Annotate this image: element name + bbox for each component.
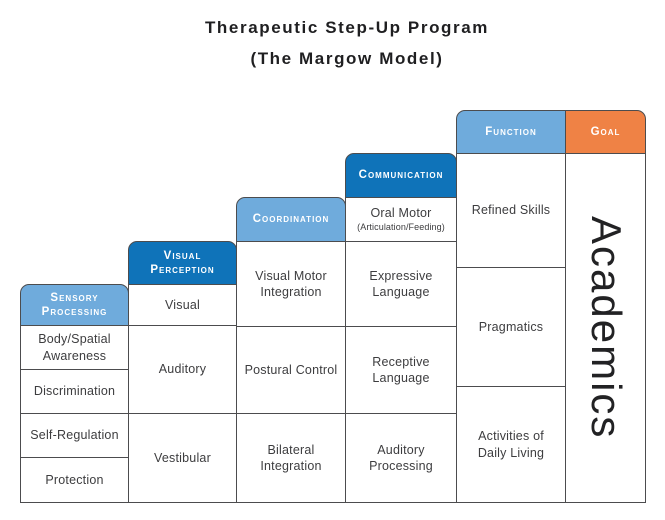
header-visual-perception-label: Visual Perception bbox=[150, 249, 215, 276]
header-visual-perception: Visual Perception bbox=[128, 241, 237, 285]
cell-academics: Academics bbox=[565, 153, 646, 503]
cell-label: Receptive Language bbox=[372, 354, 430, 385]
cell-label: Bilateral Integration bbox=[260, 442, 322, 473]
cell-label: Body/Spatial Awareness bbox=[38, 332, 111, 363]
cell-self-regulation: Self-Regulation bbox=[20, 413, 129, 458]
academics-vertical-label: Academics bbox=[582, 216, 630, 440]
header-communication-label: Communication bbox=[358, 169, 444, 182]
cell-oral-motor: Oral Motor (Articulation/Feeding) bbox=[345, 197, 457, 242]
header-goal-label: Goal bbox=[590, 125, 621, 138]
cell-label: Vestibular bbox=[154, 450, 211, 465]
cell-label: Expressive Language bbox=[369, 268, 433, 299]
cell-label: Auditory Processing bbox=[369, 442, 433, 473]
cell-label: Refined Skills bbox=[471, 203, 551, 218]
cell-label: Pragmatics bbox=[478, 319, 544, 334]
cell-label: Auditory bbox=[158, 362, 207, 377]
diagram-title: Therapeutic Step-Up Program (The Margow … bbox=[47, 12, 647, 74]
cell-postural-control: Postural Control bbox=[236, 326, 346, 414]
cell-label: Visual Motor Integration bbox=[255, 268, 327, 299]
cell-label: Self-Regulation bbox=[30, 428, 119, 443]
cell-discrimination: Discrimination bbox=[20, 369, 129, 414]
cell-receptive-language: Receptive Language bbox=[345, 326, 457, 414]
header-coordination-label: Coordination bbox=[252, 213, 330, 226]
header-coordination: Coordination bbox=[236, 197, 346, 242]
cell-auditory-processing: Auditory Processing bbox=[345, 413, 457, 503]
header-sensory-processing: Sensory Processing bbox=[20, 284, 129, 326]
cell-vestibular: Vestibular bbox=[128, 413, 237, 503]
cell-visual: Visual bbox=[128, 284, 237, 326]
cell-label: Protection bbox=[45, 472, 104, 487]
title-line-1: Therapeutic Step-Up Program bbox=[204, 18, 490, 37]
cell-refined-skills: Refined Skills bbox=[456, 153, 566, 268]
cell-body-spatial-awareness: Body/Spatial Awareness bbox=[20, 325, 129, 370]
cell-label: Discrimination bbox=[33, 384, 116, 399]
cell-label: Visual bbox=[164, 297, 201, 312]
cell-label: Postural Control bbox=[244, 362, 338, 377]
cell-auditory: Auditory bbox=[128, 325, 237, 414]
cell-sublabel: (Articulation/Feeding) bbox=[357, 222, 445, 233]
cell-label: Activities of Daily Living bbox=[477, 429, 545, 460]
title-line-2: (The Margow Model) bbox=[250, 49, 444, 68]
cell-expressive-language: Expressive Language bbox=[345, 241, 457, 327]
cell-label: Oral Motor bbox=[370, 206, 432, 221]
cell-protection: Protection bbox=[20, 457, 129, 503]
header-sensory-processing-label: Sensory Processing bbox=[41, 291, 108, 318]
cell-bilateral-integration: Bilateral Integration bbox=[236, 413, 346, 503]
header-function: Function bbox=[456, 110, 566, 154]
header-function-label: Function bbox=[485, 125, 537, 138]
header-goal: Goal bbox=[565, 110, 646, 154]
header-communication: Communication bbox=[345, 153, 457, 198]
cell-activities-daily-living: Activities of Daily Living bbox=[456, 386, 566, 503]
cell-visual-motor-integration: Visual Motor Integration bbox=[236, 241, 346, 327]
cell-pragmatics: Pragmatics bbox=[456, 267, 566, 387]
